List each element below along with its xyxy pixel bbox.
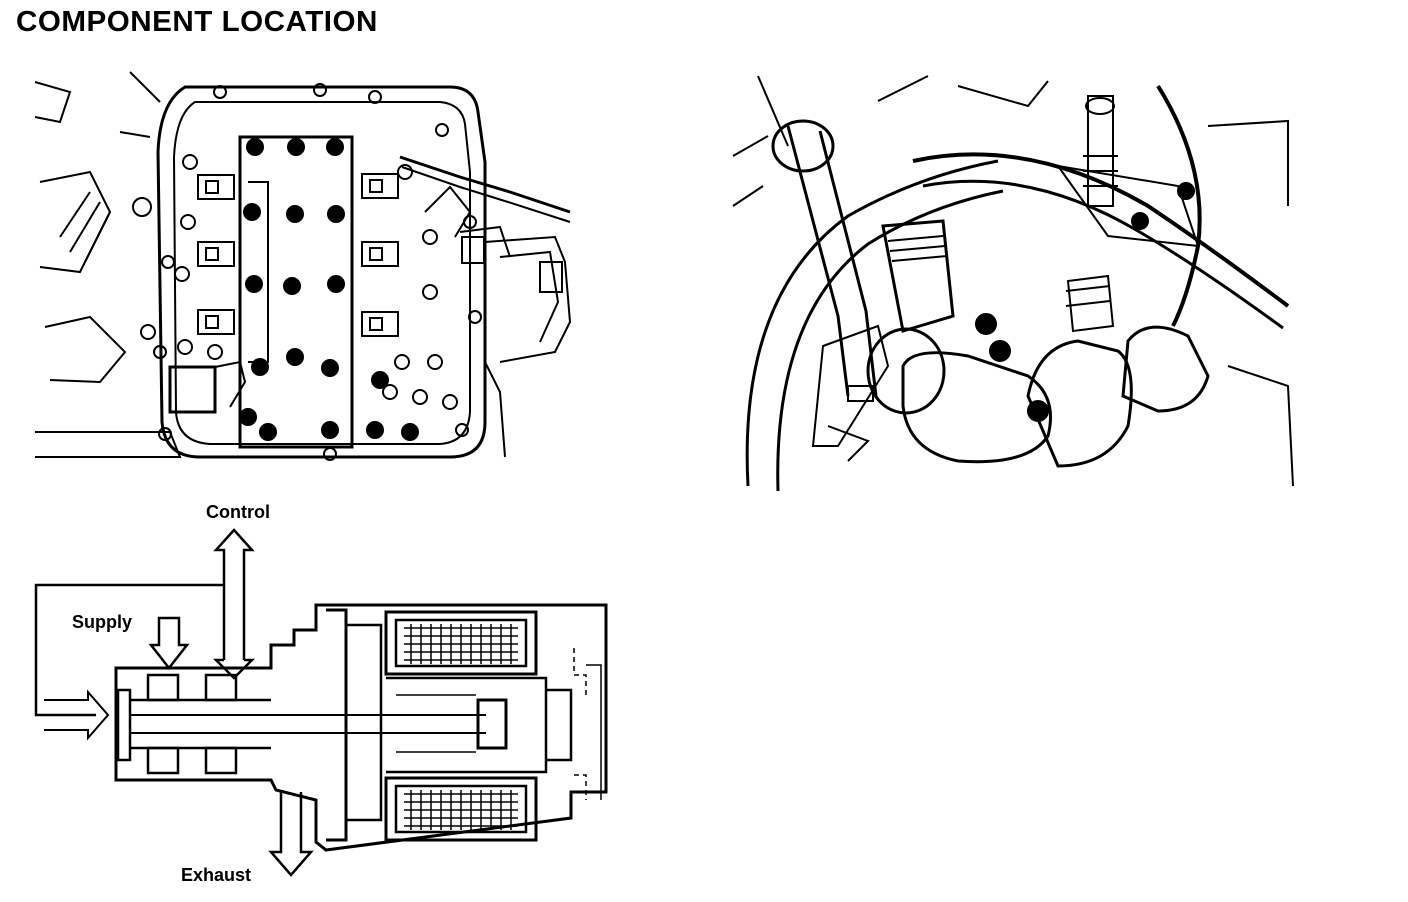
supply-label: Supply bbox=[72, 612, 133, 632]
valve-body-illustration bbox=[30, 62, 585, 477]
page-title: COMPONENT LOCATION bbox=[16, 6, 378, 38]
exhaust-arrow bbox=[268, 792, 314, 877]
exhaust-label: Exhaust bbox=[181, 865, 252, 885]
control-label: Control bbox=[206, 502, 270, 522]
supply-arrow bbox=[148, 616, 190, 671]
solenoid-cutaway-diagram: Control Supply Exhaust bbox=[26, 500, 616, 895]
park-neutral-switch-illustration bbox=[728, 66, 1303, 496]
control-arrow bbox=[34, 528, 256, 717]
